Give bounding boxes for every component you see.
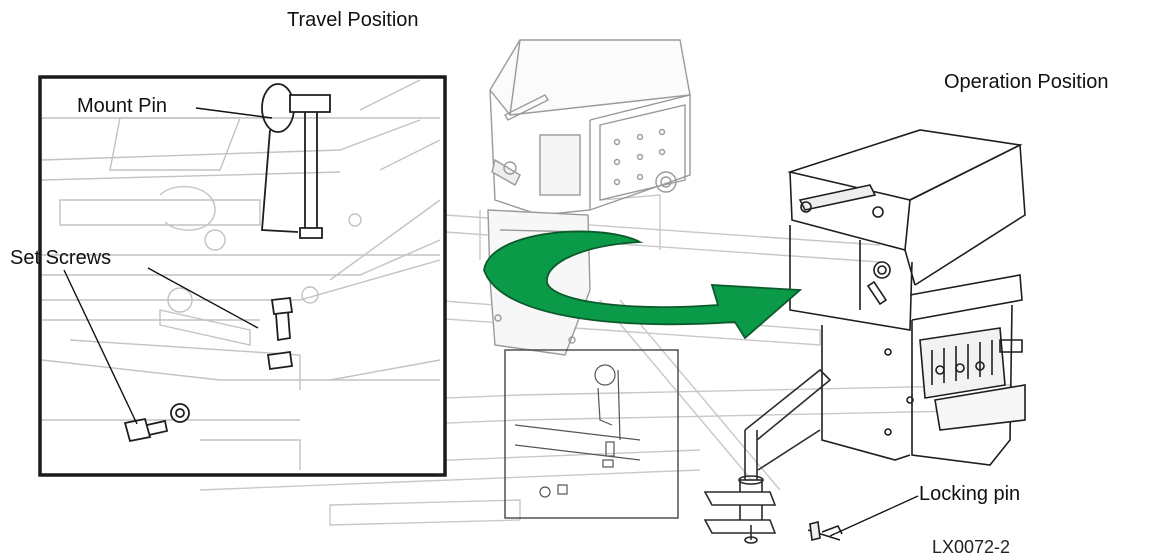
mount-pin-label: Mount Pin xyxy=(77,95,168,117)
inset-zoom-panel xyxy=(38,75,447,477)
detail-region-contents xyxy=(514,364,641,498)
figure-code-label: LX0072-2 xyxy=(932,537,1011,557)
set-screws xyxy=(123,297,294,443)
rotation-arrow xyxy=(483,230,803,340)
locking-pin-leader xyxy=(829,495,919,537)
mount-pin-leader xyxy=(195,107,273,119)
set-screw-leader-1 xyxy=(147,267,259,329)
locking-pin xyxy=(807,521,843,541)
mount-pin xyxy=(261,83,331,239)
set-screw-leader-2 xyxy=(63,269,138,425)
locking-pin-label: Locking pin xyxy=(919,483,1021,505)
support-stand xyxy=(703,368,832,544)
travel-position-label: Travel Position xyxy=(287,9,419,31)
operation-position-label: Operation Position xyxy=(944,71,1109,93)
detail-region-box xyxy=(504,349,679,519)
set-screws-label: Set Screws xyxy=(10,247,112,269)
operation-position-unit xyxy=(787,129,1026,466)
